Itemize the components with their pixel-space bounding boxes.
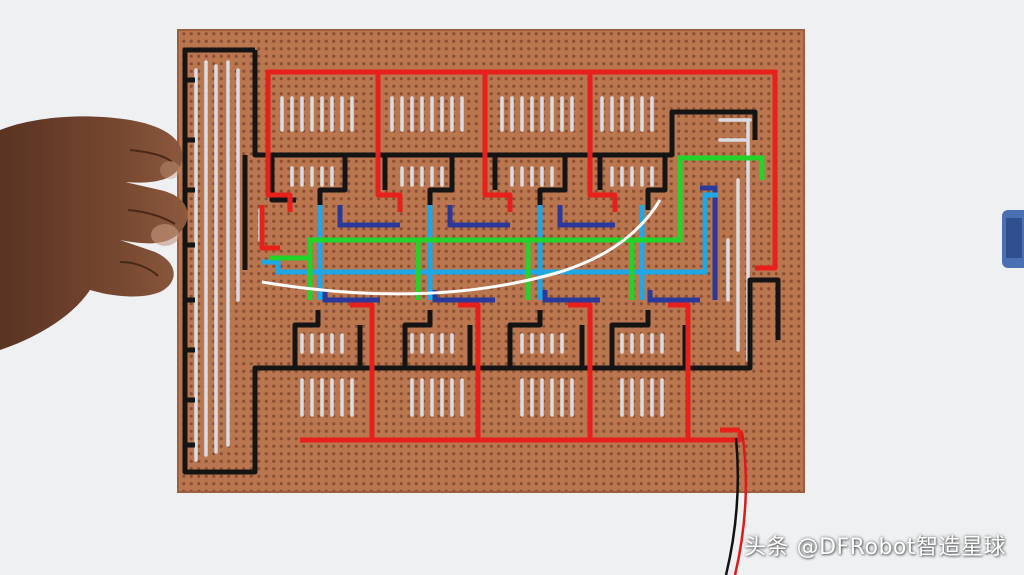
ground-wires — [182, 47, 781, 475]
power-leads — [724, 431, 748, 575]
watermark-text: 头条 @DFRobot智造星球 — [744, 535, 1006, 560]
hand — [0, 116, 188, 350]
white-wire — [261, 199, 662, 296]
green-wires — [270, 155, 765, 300]
cyan-wires — [262, 192, 718, 300]
perfboard — [177, 29, 805, 493]
edge-module — [1002, 210, 1024, 268]
vcc-wires — [259, 69, 778, 443]
navy-wires — [322, 185, 718, 303]
